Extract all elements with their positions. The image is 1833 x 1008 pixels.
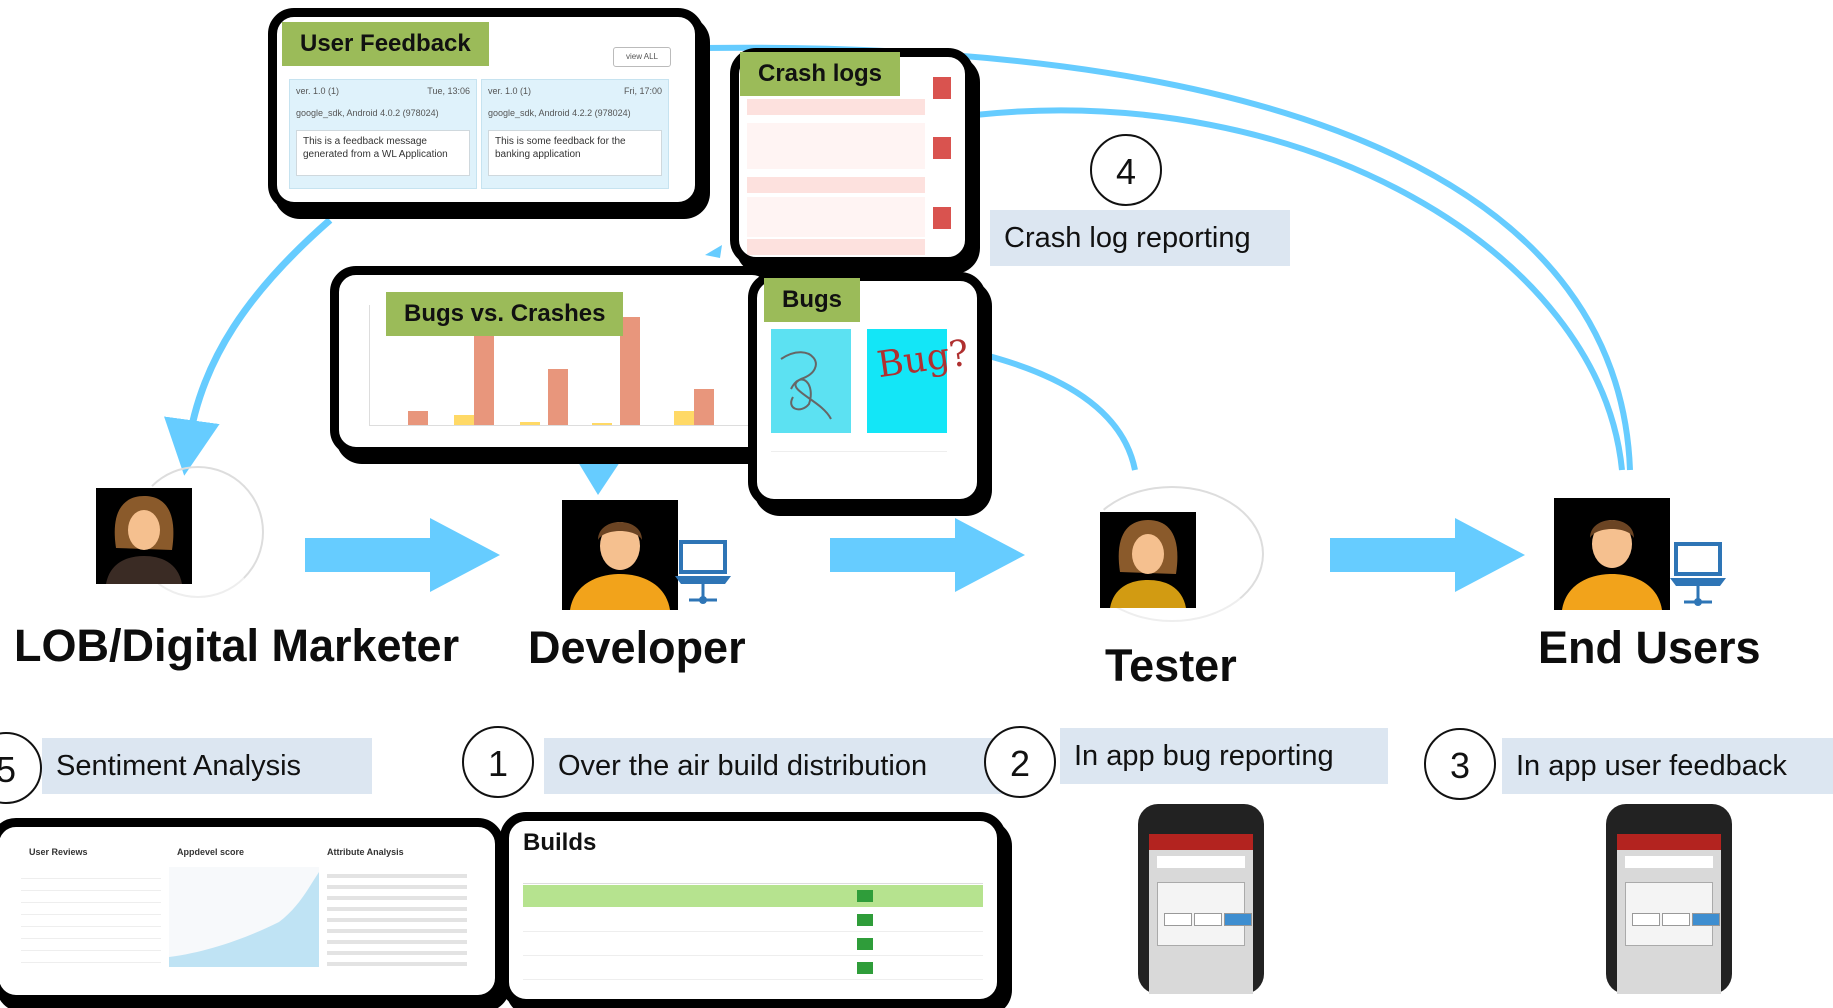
bug-bar [520, 422, 540, 425]
lob-to-developer-arrow [305, 518, 500, 592]
feedback-entry: ver. 1.0 (1) Fri, 17:00 google_sdk, Andr… [481, 79, 669, 189]
crash-logs-title: Crash logs [740, 52, 901, 96]
crash-log-pointer [705, 245, 722, 258]
bugs-vs-crashes-chart [369, 305, 750, 426]
feedback-message: This is some feedback for the banking ap… [488, 130, 662, 176]
feedback-to-lob-arc [164, 217, 333, 476]
qr-code-icon[interactable] [857, 914, 873, 926]
build-row[interactable] [523, 885, 983, 907]
feedback-version: ver. 1.0 (1) [488, 86, 532, 96]
bug-screenshot: Bug? [867, 329, 971, 433]
step-2-badge: 2 [984, 726, 1056, 798]
score-column-title: Appdevel score [177, 847, 245, 857]
user-feedback-card: view ALL ver. 1.0 (1) Tue, 13:06 google_… [268, 8, 704, 211]
builds-card: Builds [500, 812, 1006, 1008]
feedback-device: google_sdk, Android 4.0.2 (978024) [296, 108, 439, 118]
crash-bar [408, 411, 428, 425]
build-row[interactable] [523, 909, 983, 932]
attribute-column-title: Attribute Analysis [327, 847, 404, 857]
bug-bar [592, 423, 612, 425]
female-user-icon [106, 496, 182, 584]
build-row[interactable] [523, 933, 983, 956]
tester-to-bugs-arc [984, 352, 1138, 471]
reviews-table [21, 867, 161, 967]
crash-delete-icon[interactable] [933, 77, 951, 99]
crash-delete-icon[interactable] [933, 137, 951, 159]
step-4-caption: Crash log reporting [990, 210, 1290, 266]
male-user-icon [1562, 520, 1662, 610]
feedback-device: google_sdk, Android 4.2.2 (978024) [488, 108, 631, 118]
bug-scribble-icon [780, 351, 832, 420]
end-users-avatar [1554, 498, 1670, 610]
step-3-badge: 3 [1424, 728, 1496, 800]
tester-label: Tester [1105, 640, 1237, 691]
feedback-time: Tue, 13:06 [427, 86, 470, 96]
developer-avatar [562, 500, 678, 610]
user-feedback-title: User Feedback [282, 22, 489, 66]
laptop-icon [1670, 542, 1726, 606]
qr-code-icon[interactable] [857, 938, 873, 950]
crash-bar [474, 317, 494, 425]
feedback-entry: ver. 1.0 (1) Tue, 13:06 google_sdk, Andr… [289, 79, 477, 189]
qr-code-icon[interactable] [857, 890, 873, 902]
end-users-label: End Users [1538, 622, 1761, 673]
tester-to-end-users-arrow [1330, 518, 1525, 592]
female-user-icon [1110, 520, 1186, 608]
chart-to-developer-arrow [578, 462, 620, 495]
score-area-chart [169, 867, 319, 967]
crash-delete-icon[interactable] [933, 207, 951, 229]
step-2-caption: In app bug reporting [1060, 728, 1388, 784]
laptop-icon [675, 540, 731, 604]
smartphone-icon [1606, 804, 1732, 994]
sentiment-analysis-card: User Reviews Appdevel score Attribute An… [0, 818, 504, 1004]
bugs-title: Bugs [764, 278, 860, 322]
feedback-message: This is a feedback message generated fro… [296, 130, 470, 176]
step-1-caption: Over the air build distribution [544, 738, 1004, 794]
crash-bar [620, 317, 640, 425]
end-users-to-crash-arc [974, 107, 1625, 471]
attribute-bars [327, 867, 467, 967]
crash-bar [548, 369, 568, 425]
builds-title: Builds [523, 829, 597, 856]
step-1-badge: 1 [462, 726, 534, 798]
bug-screenshot [771, 329, 851, 433]
view-all-button[interactable]: view ALL [613, 47, 671, 67]
male-user-icon [570, 522, 670, 610]
step-3-caption: In app user feedback [1502, 738, 1833, 794]
crash-bar [694, 389, 714, 425]
feedback-version: ver. 1.0 (1) [296, 86, 340, 96]
bug-bar [674, 411, 694, 425]
reviews-column-title: User Reviews [29, 847, 88, 857]
smartphone-icon [1138, 804, 1264, 994]
feedback-time: Fri, 17:00 [623, 86, 662, 96]
step-4-badge: 4 [1090, 134, 1162, 206]
tester-avatar [1100, 512, 1196, 608]
developer-to-tester-arrow [830, 518, 1025, 592]
qr-code-icon[interactable] [857, 962, 873, 974]
developer-label: Developer [528, 622, 746, 673]
bug-bar [454, 415, 474, 425]
bugs-vs-crashes-title: Bugs vs. Crashes [386, 292, 624, 336]
step-5-caption: Sentiment Analysis [42, 738, 372, 794]
lob-avatar [96, 488, 192, 584]
build-row[interactable] [523, 957, 983, 980]
bug-handwriting: Bug? [874, 332, 972, 387]
lob-label: LOB/Digital Marketer [14, 620, 460, 671]
